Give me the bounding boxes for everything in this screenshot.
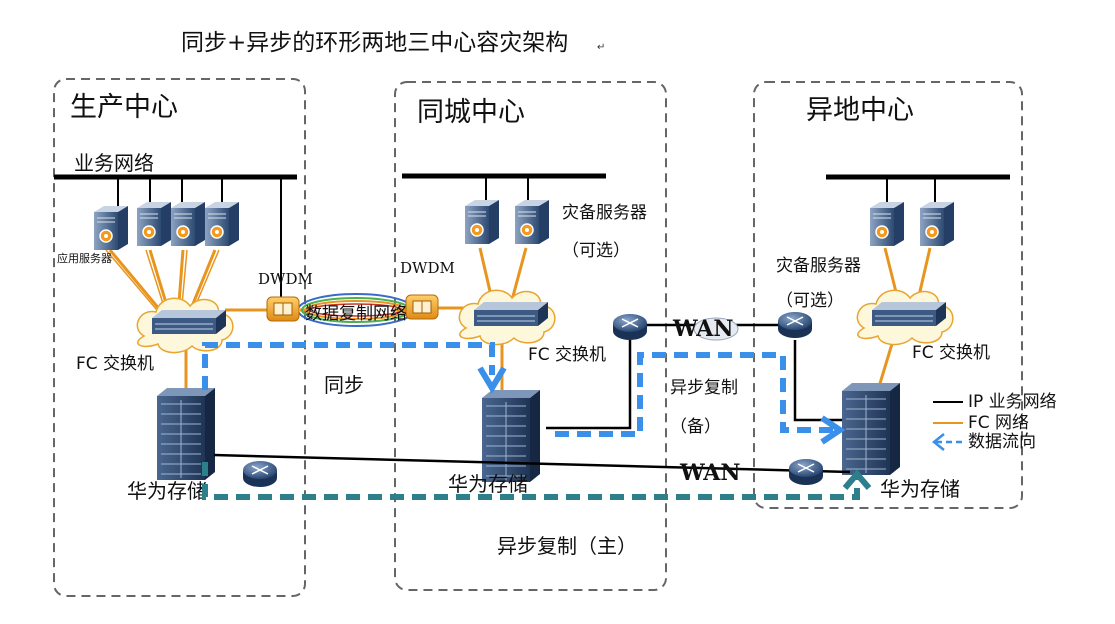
dr-server-optional-remote: （可选） — [776, 291, 844, 311]
dr-server-optional-city: （可选） — [562, 241, 630, 261]
paragraph-mark: ↵ — [597, 42, 605, 53]
dr-server-label-city: 灾备服务器 — [562, 203, 647, 223]
storage-label-remote: 华为存储 — [880, 477, 960, 501]
legend-flow-label: 数据流向 — [968, 432, 1036, 452]
same-city-center-box — [394, 81, 667, 591]
wan-label-bottom: WAN — [679, 460, 740, 486]
fc-switch-icon — [856, 289, 954, 346]
sync-flow-arrow — [202, 342, 495, 390]
legend-fc-label: FC 网络 — [968, 413, 1029, 433]
business-network-label: 业务网络 — [74, 151, 154, 175]
dwdm-device-icon — [266, 296, 300, 322]
async-primary-label: 异步复制（主） — [497, 534, 637, 558]
wan-link-backup — [546, 340, 632, 430]
app-server-icon — [204, 201, 240, 247]
router-icon — [612, 313, 648, 341]
legend-flow-arrow-icon — [931, 433, 945, 451]
production-center-box — [53, 78, 306, 597]
app-server-label: 应用服务器 — [57, 251, 112, 265]
wan-link-primary — [213, 453, 851, 474]
fc-switch-label-city: FC 交换机 — [528, 345, 606, 365]
app-server-icon — [136, 201, 172, 247]
production-center-label: 生产中心 — [70, 92, 178, 123]
fc-switch-icon — [458, 289, 556, 346]
sync-label: 同步 — [324, 373, 364, 397]
router-icon — [242, 460, 278, 488]
dr-server-icon — [919, 201, 955, 247]
storage-array-icon — [841, 382, 901, 476]
remote-center-box — [753, 81, 1023, 509]
dwdm-label-right: DWDM — [400, 259, 455, 277]
wan-cloud — [693, 317, 739, 341]
fc-switch-label-prod: FC 交换机 — [76, 354, 154, 374]
app-server-icon — [93, 205, 129, 251]
storage-label-prod: 华为存储 — [127, 479, 207, 503]
router-icon — [788, 458, 824, 486]
dwdm-device-icon — [405, 294, 439, 320]
dr-server-icon — [514, 199, 550, 245]
diagram-title: 同步+异步的环形两地三中心容灾架构 — [181, 30, 568, 56]
legend: IP 业务网络 FC 网络 数据流向 — [931, 392, 1057, 452]
async-backup-label-2: （备） — [670, 417, 721, 437]
storage-array-icon — [481, 389, 541, 483]
async-backup-label-1: 异步复制 — [670, 378, 738, 398]
storage-label-city: 华为存储 — [448, 472, 528, 496]
legend-ip-label: IP 业务网络 — [968, 392, 1057, 412]
fc-switch-icon — [136, 297, 234, 354]
same-city-center-label: 同城中心 — [417, 97, 525, 128]
data-replication-network-label: 数据复制网络 — [305, 304, 407, 324]
async-backup-flow-arrow — [555, 352, 835, 437]
dwdm-label-left: DWDM — [258, 270, 313, 288]
dr-server-icon — [464, 199, 500, 245]
dr-server-icon — [869, 201, 905, 247]
async-primary-flow-arrow — [202, 462, 860, 500]
dr-server-label-remote: 灾备服务器 — [776, 256, 861, 276]
wan-label-top: WAN — [672, 316, 733, 342]
router-icon — [777, 311, 813, 339]
app-server-icon — [170, 201, 206, 247]
fc-switch-label-remote: FC 交换机 — [912, 343, 990, 363]
remote-center-label: 异地中心 — [806, 95, 914, 126]
